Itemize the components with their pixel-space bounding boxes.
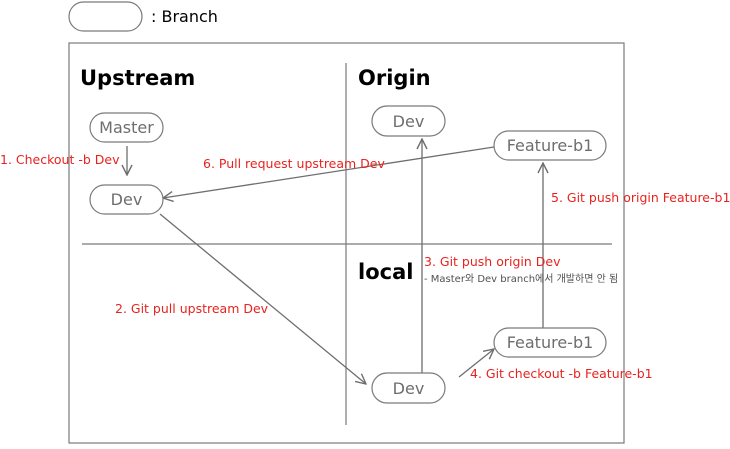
section-title-upstream: Upstream [80,66,195,90]
legend-branch-shape [68,1,143,32]
section-title-local: local [358,260,413,284]
section-title-origin: Origin [358,66,431,90]
branch-label: Feature-b1 [507,333,594,352]
legend-label: : Branch [151,7,218,26]
branch-label: Feature-b1 [507,136,594,155]
branch-upstream-master: Master [89,112,164,143]
arrow-pull-upstream [159,213,366,384]
arrow-checkout-feature [458,349,494,378]
branch-origin-dev: Dev [371,105,446,137]
step-3-label: 3. Git push origin Dev [424,254,561,269]
diagram-frame [68,42,625,444]
step-2-label: 2. Git pull upstream Dev [115,301,269,316]
branch-label: Dev [111,190,143,209]
branch-local-feature: Feature-b1 [493,327,607,358]
step-5-label: 5. Git push origin Feature-b1 [551,190,730,205]
step-1-label: 1. Checkout -b Dev [0,152,120,167]
branch-label: Dev [393,112,425,131]
arrow-pull-request [163,146,495,198]
branch-label: Master [99,118,154,137]
branch-local-dev: Dev [371,372,446,404]
step-6-label: 6. Pull request upstream Dev [203,156,385,171]
step-4-label: 4. Git checkout -b Feature-b1 [470,366,653,381]
branch-label: Dev [393,379,425,398]
step-3-note: - Master와 Dev branch에서 개발하면 안 됨 [424,272,618,285]
branch-upstream-dev: Dev [89,184,164,215]
branch-origin-feature: Feature-b1 [493,130,607,161]
